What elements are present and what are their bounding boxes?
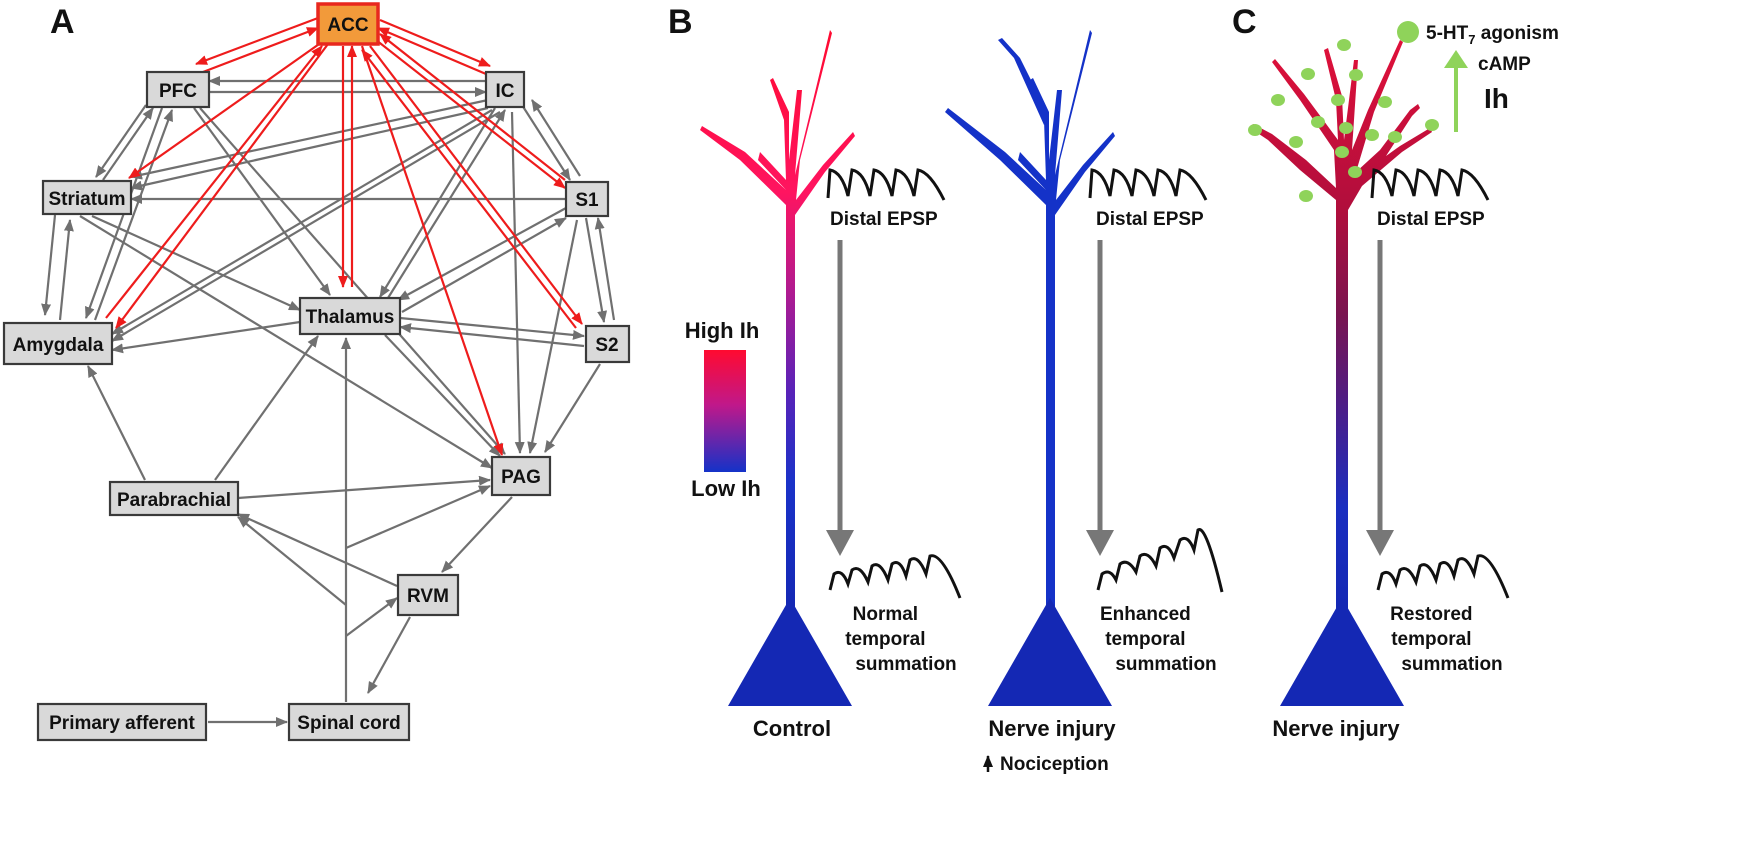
node-thalamus-label: Thalamus [306, 307, 395, 328]
injury-epsp-label: Distal EPSP [1096, 209, 1204, 230]
agonist-dot [1335, 146, 1349, 158]
node-acc: ACC [316, 2, 380, 46]
agonist-molecules [1248, 39, 1439, 202]
node-s2-label: S2 [595, 335, 618, 356]
agonist-dot [1299, 190, 1313, 202]
panel-a-letter: A [50, 3, 75, 41]
agonist-dot [1365, 129, 1379, 141]
agonist-dot [1378, 96, 1392, 108]
node-spinal-cord-label: Spinal cord [297, 713, 400, 734]
agonist-dot [1289, 136, 1303, 148]
agonist-dot [1348, 166, 1362, 178]
restored-neuron [1250, 40, 1432, 706]
node-s1-label: S1 [575, 190, 599, 211]
injury-result-text: Enhanced temporal summation [1100, 604, 1217, 675]
node-primary-afferent-label: Primary afferent [49, 713, 195, 734]
control-arrowhead [826, 530, 854, 556]
node-rvm-label: RVM [407, 586, 449, 607]
agonist-dot [1425, 119, 1439, 131]
node-rvm: RVM [396, 573, 460, 617]
acc-red-connections [105, 16, 583, 456]
node-acc-label: ACC [327, 15, 368, 36]
injury-label: Nerve injury [988, 716, 1116, 741]
agonist-dot [1337, 39, 1351, 51]
control-neuron [700, 30, 855, 706]
restored-result-text: Restored temporal summation [1390, 604, 1503, 675]
panel-c-letter: C [1232, 3, 1257, 41]
agonist-legend-icon [1397, 21, 1419, 43]
injury-summation-trace [1096, 528, 1224, 593]
node-thalamus: Thalamus [298, 296, 402, 336]
injury-neuron [945, 30, 1115, 706]
node-pfc: PFC [145, 70, 211, 109]
control-result-text: Normal temporal summation [845, 604, 956, 675]
node-pag: PAG [490, 455, 552, 497]
ih-increase-label: Ih [1484, 83, 1509, 114]
ih-legend: High Ih Low Ih [685, 318, 761, 501]
restored-epsp-trace [1370, 168, 1490, 201]
camp-label: cAMP [1478, 54, 1531, 75]
panel-b-letter: B [668, 3, 693, 41]
control-soma [728, 598, 852, 706]
node-spinal-cord: Spinal cord [287, 702, 411, 742]
control-summation-trace [828, 554, 962, 599]
node-amygdala-label: Amygdala [13, 335, 104, 356]
legend-low-label: Low Ih [691, 476, 761, 501]
nociception-label: Nociception [1000, 754, 1109, 775]
node-amygdala: Amygdala [2, 321, 114, 366]
injury-arrowhead [1086, 530, 1114, 556]
node-parabrachial-label: Parabrachial [117, 490, 231, 511]
agonist-dot [1271, 94, 1285, 106]
agonist-dot [1301, 68, 1315, 80]
node-parabrachial: Parabrachial [108, 480, 240, 517]
node-s1: S1 [564, 180, 610, 218]
restored-soma [1280, 598, 1404, 706]
agonist-dot [1248, 124, 1262, 136]
agonist-dot [1311, 116, 1325, 128]
agonist-dot [1388, 131, 1402, 143]
camp-arrowhead [1444, 50, 1468, 68]
restored-summation-trace [1376, 554, 1510, 599]
node-striatum: Striatum [41, 179, 133, 216]
node-ic-label: IC [496, 81, 515, 102]
control-epsp-trace [826, 168, 946, 201]
node-s2: S2 [584, 324, 631, 364]
agonist-dot [1339, 122, 1353, 134]
agonist-dot [1349, 69, 1363, 81]
gray-connections [41, 76, 616, 727]
injury-soma [988, 598, 1112, 706]
node-striatum-label: Striatum [48, 189, 125, 210]
control-epsp-label: Distal EPSP [830, 209, 938, 230]
legend-gradient-bar [704, 350, 746, 472]
agonist-dot [1331, 94, 1345, 106]
node-primary-afferent: Primary afferent [36, 702, 208, 742]
agonism-label: 5-HT7 agonism [1426, 23, 1559, 47]
node-pfc-label: PFC [159, 81, 197, 102]
restored-arrowhead [1366, 530, 1394, 556]
injury-epsp-trace [1088, 168, 1208, 201]
control-label: Control [753, 716, 831, 741]
legend-high-label: High Ih [685, 318, 760, 343]
restored-label: Nerve injury [1272, 716, 1400, 741]
node-pag-label: PAG [501, 467, 541, 488]
restored-epsp-label: Distal EPSP [1377, 209, 1485, 230]
node-ic: IC [484, 70, 526, 109]
